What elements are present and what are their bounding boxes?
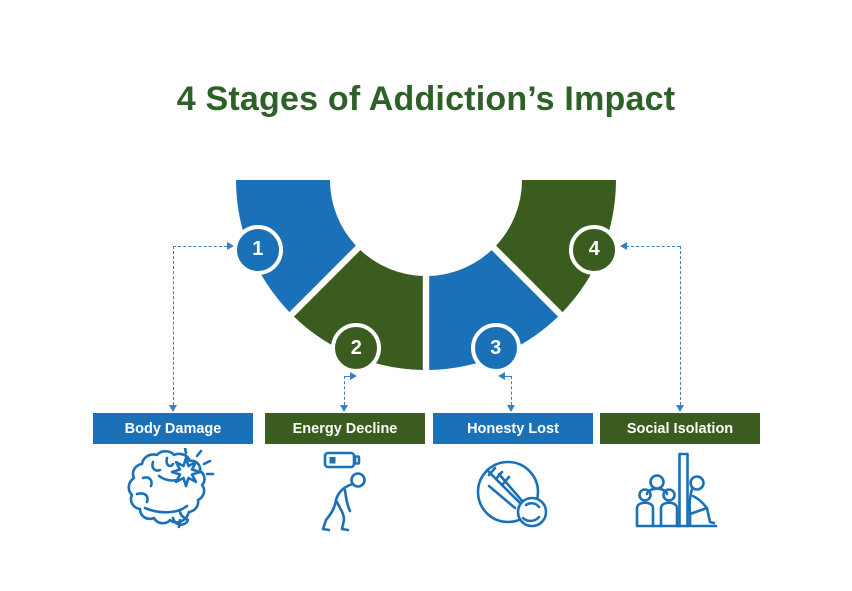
isolated-person-behind-wall-icon — [630, 448, 730, 543]
stage-2-connector-arrow-to-badge — [350, 372, 357, 380]
stage-2-badge: 2 — [331, 323, 382, 374]
stage-2-connector-arrow-to-box — [340, 405, 348, 412]
stage-1-label: Body Damage — [124, 420, 222, 437]
stage-2-label-box: Energy Decline — [265, 413, 425, 444]
no-lying-crossed-fingers-icon — [463, 448, 563, 543]
stage-3-connector-arrow-to-badge — [498, 372, 505, 380]
stage-4-connector-line-vertical — [680, 246, 681, 405]
stage-1-number: 1 — [252, 238, 264, 261]
stage-1-label-box: Body Damage — [93, 413, 253, 444]
stage-1-connector-arrow-to-box — [169, 405, 177, 412]
stage-4-number: 4 — [588, 238, 600, 261]
stage-3-label: Honesty Lost — [467, 420, 559, 437]
donut-segment-2 — [293, 250, 423, 370]
stage-2-label: Energy Decline — [292, 420, 398, 437]
stage-3-connector-line-vertical — [511, 376, 512, 405]
stage-3-label-box: Honesty Lost — [433, 413, 593, 444]
stage-4-label-box: Social Isolation — [600, 413, 760, 444]
stage-4-connector-arrow-to-badge — [620, 242, 627, 250]
tired-person-low-battery-icon — [295, 448, 395, 543]
stage-1-connector-line-vertical — [173, 246, 174, 405]
donut-segment-3 — [429, 250, 559, 370]
stage-4-connector-line — [626, 246, 680, 247]
page-title: 4 Stages of Addiction’s Impact — [176, 80, 676, 118]
donut-segment-4 — [496, 180, 616, 313]
stage-1-connector-arrow-to-badge — [227, 242, 234, 250]
stage-2-number: 2 — [350, 336, 362, 359]
stage-2-connector-line-vertical — [344, 376, 345, 405]
stage-3-connector-line — [505, 376, 511, 377]
donut-segment-1 — [236, 180, 356, 313]
stage-3-badge: 3 — [470, 323, 521, 374]
stage-4-badge: 4 — [569, 224, 620, 275]
brain-burst-icon — [123, 448, 223, 543]
stage-3-connector-arrow-to-box — [507, 405, 515, 412]
stage-4-label: Social Isolation — [626, 420, 734, 437]
stage-1-badge: 1 — [232, 224, 283, 275]
stage-1-connector-line — [173, 246, 227, 247]
stage-2-connector-line — [344, 376, 350, 377]
stage-4-connector-arrow-to-box — [676, 405, 684, 412]
stage-3-number: 3 — [490, 336, 502, 359]
